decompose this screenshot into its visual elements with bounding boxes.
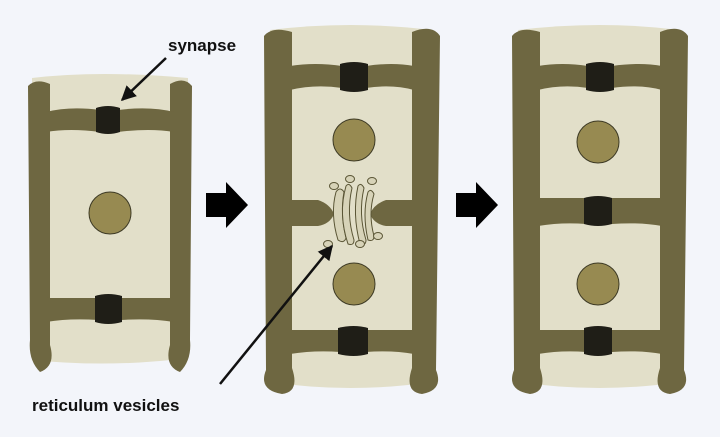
- cross-wall-top-right: [612, 64, 662, 90]
- transition-arrow: [456, 182, 498, 228]
- cross-wall-bottom: [290, 328, 340, 354]
- nucleus: [88, 191, 132, 235]
- cross-wall-bottom-right: [612, 328, 662, 354]
- vesicle: [355, 240, 365, 248]
- cell-stage-3: [512, 25, 688, 395]
- cross-wall-bottom-right: [366, 328, 414, 354]
- vesicle: [373, 232, 383, 240]
- cell-wall-right: [409, 28, 440, 395]
- vesicle-membrane: [342, 183, 355, 245]
- synapse-plug: [338, 326, 368, 356]
- synapse-callout-arrow: [120, 57, 167, 102]
- synapse-plug: [586, 62, 614, 92]
- nucleus: [576, 262, 620, 306]
- cross-wall-top: [538, 64, 588, 90]
- cell-wall-right: [657, 28, 688, 395]
- cross-wall-top-right: [118, 108, 174, 132]
- forming-wall-right: [370, 200, 414, 226]
- vesicle-membrane: [354, 183, 367, 245]
- transition-arrow: [206, 182, 248, 228]
- nucleus: [332, 118, 376, 162]
- cross-wall-top-right: [366, 64, 414, 90]
- cross-wall-top: [290, 64, 342, 90]
- cross-wall-bottom-right: [120, 296, 174, 322]
- cross-wall-middle: [538, 196, 586, 226]
- vesicle: [345, 175, 355, 183]
- synapse-plug: [95, 294, 122, 324]
- synapse-plug: [584, 326, 612, 356]
- reticulum-vesicles-label: reticulum vesicles: [32, 396, 180, 415]
- cell-stage-1: [28, 74, 192, 372]
- synapse-plug: [340, 62, 368, 92]
- vesicle: [329, 182, 339, 190]
- vesicles-callout-arrow: [219, 244, 333, 385]
- cell-wall-left: [28, 81, 52, 372]
- cell-wall-right: [168, 80, 192, 372]
- cell-wall-left: [264, 29, 295, 394]
- synapse-label: synapse: [168, 36, 237, 55]
- synapse-plug: [96, 106, 120, 134]
- nucleus: [576, 120, 620, 164]
- cross-wall-middle-right: [612, 196, 662, 226]
- forming-wall-left: [290, 200, 334, 226]
- synapse-plug: [584, 196, 612, 226]
- cross-wall-top: [46, 108, 100, 132]
- cross-wall-bottom: [538, 328, 586, 354]
- vesicle: [367, 177, 377, 185]
- cell-wall-left: [512, 29, 543, 394]
- cell-stage-2: [264, 25, 440, 395]
- cross-wall-bottom: [46, 296, 98, 322]
- nucleus: [332, 262, 376, 306]
